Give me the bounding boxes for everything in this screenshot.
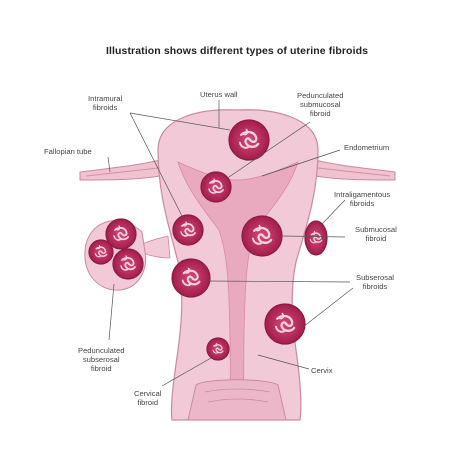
fibroid-submucosal <box>241 215 283 257</box>
label-cervical-fibroid: Cervical fibroid <box>134 389 162 408</box>
fibroid-subserosal-right <box>264 303 306 345</box>
label-subserosal-fibroids: Subserosal fibroids <box>356 273 394 292</box>
fallopian-tube-left <box>79 159 161 181</box>
label-intramural-fibroids: Intramural fibroids <box>88 94 123 113</box>
fibroid-intramural-top <box>228 119 270 161</box>
label-pedunculated-subserosal-fibroid: Pedunculated subserosal fibroid <box>78 346 125 374</box>
label-submucosal-fibroid: Submucosal fibroid <box>355 225 397 244</box>
fallopian-tube-right <box>314 159 396 181</box>
fibroid-subserosal-left <box>171 258 211 298</box>
diagram-title: Illustration shows different types of ut… <box>105 45 369 57</box>
label-fallopian-tube: Fallopian tube <box>44 147 92 156</box>
fibroid-pedunculated-submucosal <box>200 171 232 203</box>
label-intraligamentous-fibroids: Intraligamentous fibroids <box>334 190 391 209</box>
label-cervix: Cervix <box>311 366 333 375</box>
pedunculated-subserosal-cluster <box>84 218 147 291</box>
leader-lines <box>107 100 354 387</box>
label-pedunculated-submucosal-fibroid: Pedunculated submucosal fibroid <box>297 91 344 119</box>
fibroid-cervical <box>206 337 230 361</box>
fibroid-intramural-left <box>172 214 204 246</box>
label-uterus-wall: Uterus wall <box>200 90 238 99</box>
fibroid-intraligamentous <box>304 220 328 256</box>
label-endometrium: Endometrium <box>344 143 390 152</box>
